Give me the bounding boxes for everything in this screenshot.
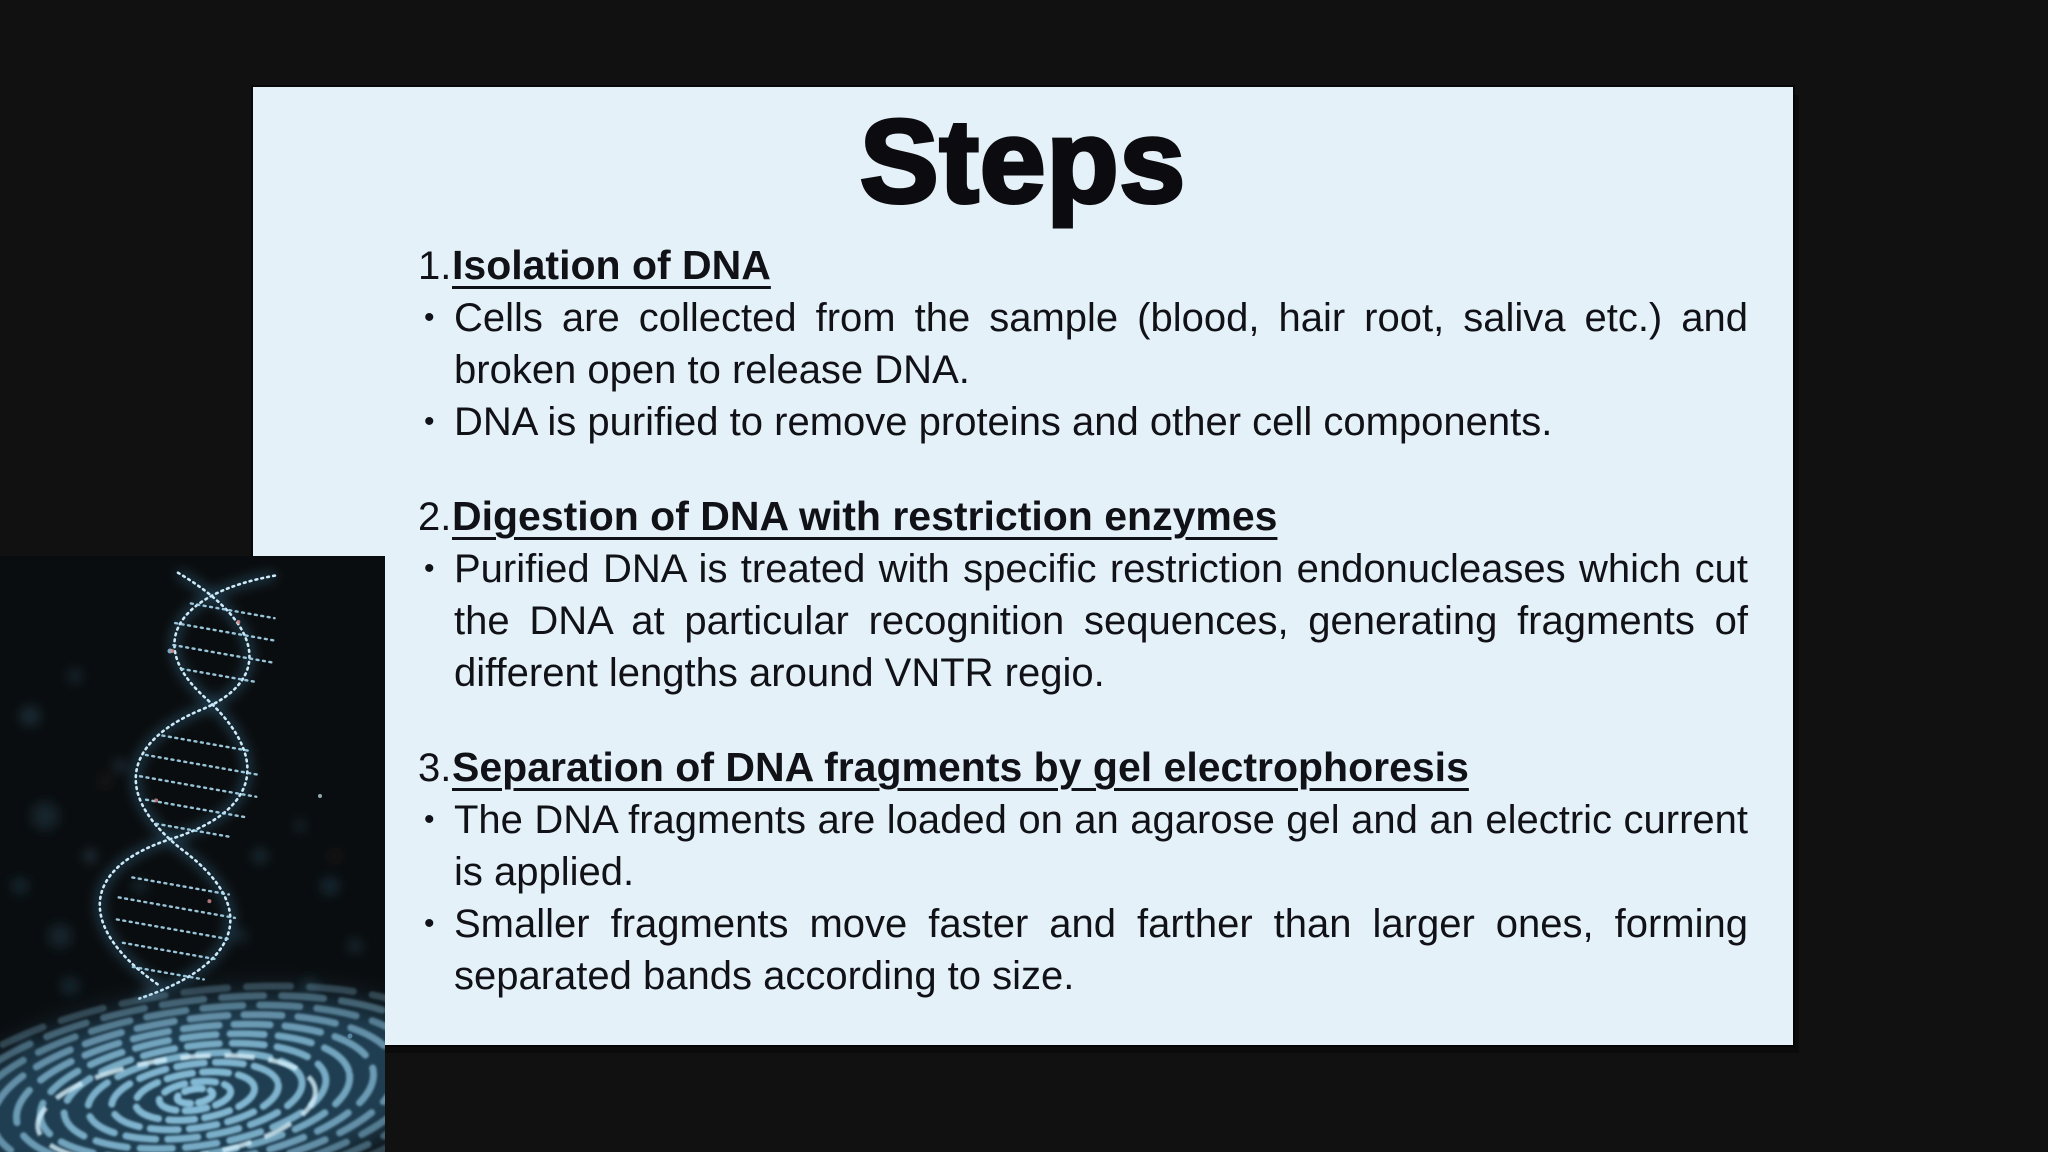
list-item: • The DNA fragments are loaded on an aga… [418,794,1748,898]
section-heading: Digestion of DNA with restriction enzyme… [452,492,1278,539]
list-item: • DNA is purified to remove proteins and… [418,396,1748,448]
bullet-icon: • [424,802,435,836]
bullet-text: DNA is purified to remove proteins and o… [454,399,1553,444]
section-heading-row: 2. Digestion of DNA with restriction enz… [418,490,1748,543]
bullet-icon: • [424,906,435,940]
bullet-list: • The DNA fragments are loaded on an aga… [418,794,1748,1002]
list-item: • Purified DNA is treated with specific … [418,543,1748,699]
bullet-list: • Cells are collected from the sample (b… [418,292,1748,448]
bullet-text: Purified DNA is treated with specific re… [454,546,1748,695]
bullet-icon: • [424,404,435,438]
section-heading: Separation of DNA fragments by gel elect… [452,743,1469,790]
bullet-text: Cells are collected from the sample (blo… [454,295,1748,392]
section-heading: Isolation of DNA [452,241,771,288]
section-heading-row: 1. Isolation of DNA [418,239,1748,292]
dna-fingerprint-image [0,556,385,1152]
section-number: 2. [418,494,452,539]
bullet-text: The DNA fragments are loaded on an agaro… [454,797,1748,894]
content-panel: Steps 1. Isolation of DNA • Cells are co… [253,87,1793,1045]
bullet-list: • Purified DNA is treated with specific … [418,543,1748,699]
slide-title: Steps [858,96,1187,228]
bullet-text: Smaller fragments move faster and farthe… [454,901,1748,998]
section-digestion: 2. Digestion of DNA with restriction enz… [418,490,1748,699]
dna-helix-icon [96,569,279,1002]
section-heading-row: 3. Separation of DNA fragments by gel el… [418,741,1748,794]
bullet-icon: • [424,551,435,585]
list-item: • Smaller fragments move faster and fart… [418,898,1748,1002]
slide-body: 1. Isolation of DNA • Cells are collecte… [418,239,1748,1002]
section-number: 1. [418,243,452,288]
section-number: 3. [418,745,452,790]
list-item: • Cells are collected from the sample (b… [418,292,1748,396]
section-separation: 3. Separation of DNA fragments by gel el… [418,741,1748,1002]
fingerprint-icon [0,982,385,1152]
bullet-icon: • [424,300,435,334]
section-isolation: 1. Isolation of DNA • Cells are collecte… [418,239,1748,448]
